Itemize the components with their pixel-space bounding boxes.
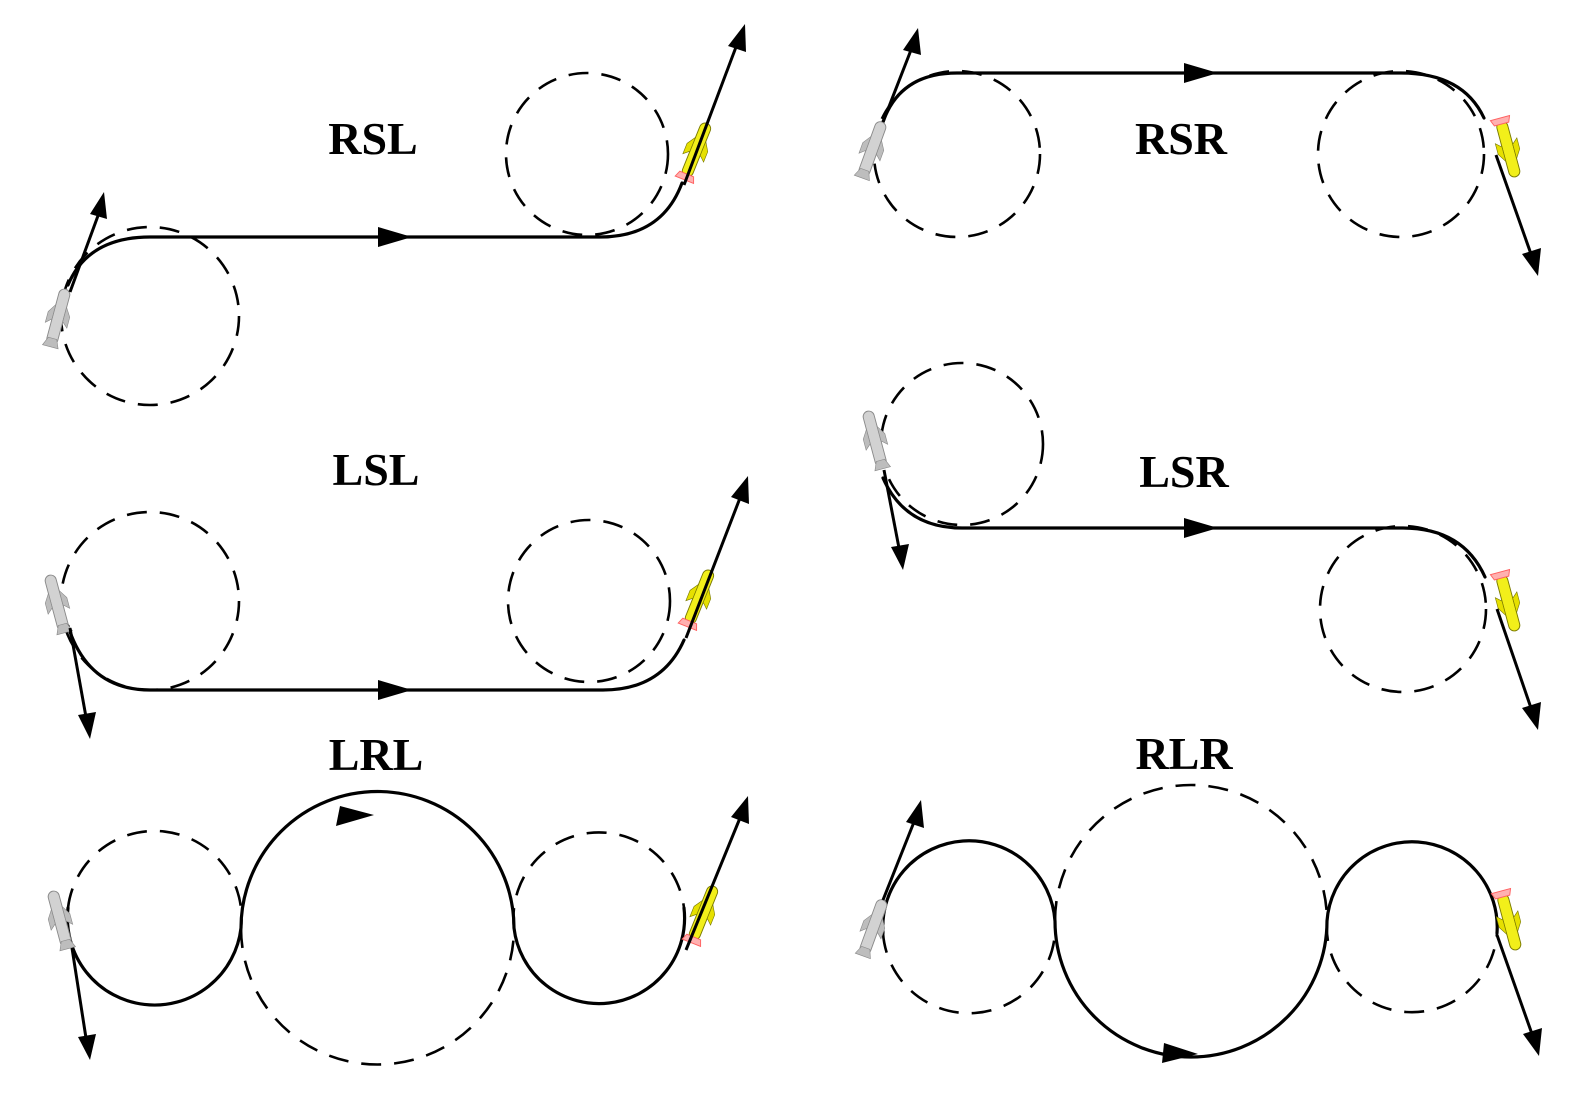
panel-lsr: LSR — [856, 361, 1541, 730]
heading-arrow-icon — [906, 800, 924, 828]
start-heading-vector — [68, 627, 88, 718]
panel-lrl: LRL — [41, 729, 749, 1066]
panel-label: RSR — [1135, 113, 1228, 164]
direction-arrow-icon — [378, 680, 412, 700]
goal-vehicle-icon — [680, 881, 725, 948]
direction-arrow-icon — [378, 227, 412, 247]
heading-arrow-icon — [78, 712, 96, 739]
goal-vehicle-icon — [676, 565, 721, 632]
heading-arrow-icon — [903, 28, 921, 55]
start-turn-circle — [881, 920, 1057, 1015]
dubins-path — [881, 71, 1486, 124]
panel-lsl: LSL — [38, 444, 749, 739]
heading-arrow-icon — [731, 796, 749, 824]
heading-arrow-icon — [728, 24, 746, 52]
goal-heading-vector — [1494, 154, 1533, 255]
goal-heading-vector — [1495, 608, 1533, 709]
direction-arrow-icon — [1184, 63, 1218, 83]
goal-turn-circle — [1316, 69, 1486, 239]
goal-heading-vector — [684, 817, 742, 951]
goal-turn-circle — [1325, 920, 1499, 1014]
panel-label: LRL — [329, 729, 424, 780]
start-vehicle-icon — [41, 887, 79, 953]
panel-rsl: RSL — [39, 24, 746, 407]
goal-turn-circle — [512, 831, 686, 929]
start-heading-vector — [70, 947, 88, 1039]
goal-turn-circle — [504, 71, 670, 237]
heading-arrow-icon — [731, 476, 749, 504]
panel-label: RSL — [328, 113, 417, 164]
panel-label: LSL — [333, 444, 420, 495]
panel-label: RLR — [1135, 728, 1233, 779]
dubins-path — [66, 624, 686, 692]
heading-arrow-icon — [1523, 1028, 1542, 1056]
dubins-path — [65, 789, 687, 1007]
goal-heading-vector — [682, 46, 738, 186]
direction-arrow-icon — [1162, 1043, 1198, 1063]
start-turn-circle — [66, 829, 243, 929]
goal-heading-vector — [684, 497, 742, 639]
start-vehicle-icon — [850, 117, 894, 183]
start-vehicle-icon — [39, 285, 77, 351]
start-heading-vector — [881, 49, 913, 123]
dubins-path — [881, 839, 1499, 1059]
goal-turn-circle — [1318, 524, 1488, 694]
heading-arrow-icon — [1522, 248, 1541, 276]
direction-arrow-icon — [336, 806, 374, 826]
heading-arrow-icon — [891, 544, 909, 570]
middle-turn-circle — [239, 927, 516, 1066]
middle-turn-circle — [1053, 783, 1329, 922]
heading-arrow-icon — [78, 1034, 96, 1060]
heading-arrow-icon — [1522, 702, 1541, 730]
dubins-path — [66, 181, 684, 287]
heading-arrow-icon — [90, 192, 107, 219]
start-heading-vector — [68, 212, 101, 293]
goal-heading-vector — [1495, 934, 1534, 1035]
goal-vehicle-icon — [1488, 568, 1527, 635]
start-heading-vector — [881, 821, 916, 901]
goal-vehicle-icon — [1488, 114, 1527, 181]
panel-rlr: RLR — [851, 728, 1542, 1063]
goal-turn-circle — [506, 518, 672, 684]
start-vehicle-icon — [38, 571, 76, 637]
start-heading-vector — [882, 469, 901, 549]
direction-arrow-icon — [1184, 518, 1218, 538]
start-vehicle-icon — [851, 895, 895, 961]
start-turn-circle — [872, 69, 1042, 239]
panel-label: LSR — [1139, 446, 1229, 497]
panel-rsr: RSR — [850, 28, 1541, 276]
start-vehicle-icon — [856, 407, 894, 473]
dubins-path — [881, 476, 1487, 579]
start-turn-circle — [879, 361, 1045, 527]
start-turn-circle — [59, 225, 241, 407]
